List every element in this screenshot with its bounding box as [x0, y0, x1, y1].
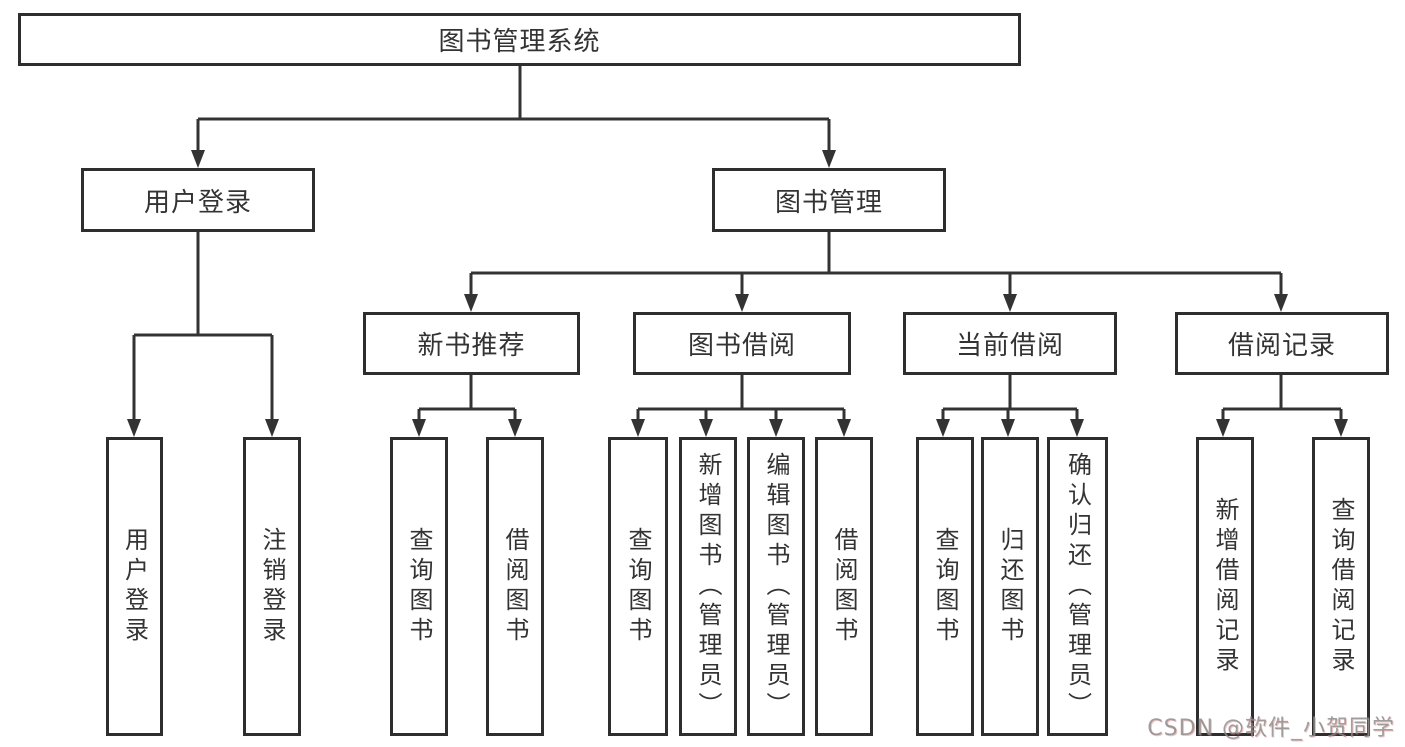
connector-paths [132, 64, 1343, 420]
leaf-user-login: 用户登录 [106, 437, 163, 736]
node-book-borrow: 图书借阅 [633, 312, 851, 375]
leaf-query-books-borrow-label: 查询图书 [624, 526, 652, 647]
leaf-confirm-return-admin: 确认归还（管理员） [1047, 437, 1108, 736]
node-current-borrow-label: 当前借阅 [955, 331, 1064, 361]
leaf-user-login-label: 用户登录 [120, 526, 149, 647]
leaf-edit-books-admin-label: 编辑图书（管理员） [762, 451, 790, 722]
leaf-return-books-label: 归还图书 [996, 526, 1024, 647]
leaf-query-books-recommend-label: 查询图书 [405, 526, 433, 647]
leaf-return-books: 归还图书 [981, 437, 1039, 736]
leaf-add-books-admin-label: 新增图书（管理员） [694, 451, 722, 722]
arrowheads [127, 150, 1348, 437]
node-book-borrow-label: 图书借阅 [687, 331, 796, 361]
leaf-add-borrow-record: 新增借阅记录 [1196, 437, 1254, 736]
node-new-book-recommend-label: 新书推荐 [417, 331, 526, 361]
leaf-query-borrow-record: 查询借阅记录 [1312, 437, 1370, 736]
leaf-borrow-books: 借阅图书 [815, 437, 873, 736]
node-book-management: 图书管理 [712, 168, 946, 232]
leaf-borrow-books-recommend-label: 借阅图书 [501, 526, 529, 647]
leaf-confirm-return-admin-label: 确认归还（管理员） [1063, 451, 1092, 722]
leaf-query-books-borrow: 查询图书 [608, 437, 668, 736]
leaf-borrow-books-recommend: 借阅图书 [486, 437, 544, 736]
leaf-add-borrow-record-label: 新增借阅记录 [1211, 496, 1239, 677]
node-borrow-records-label: 借阅记录 [1227, 331, 1336, 361]
node-borrow-records: 借阅记录 [1175, 312, 1389, 375]
watermark: CSDN @软件_小贺同学 [1147, 716, 1395, 741]
node-book-management-label: 图书管理 [774, 187, 883, 218]
leaf-borrow-books-label: 借阅图书 [830, 526, 858, 647]
leaf-query-books-recommend: 查询图书 [390, 437, 448, 736]
node-user-login: 用户登录 [81, 168, 315, 232]
node-user-login-label: 用户登录 [143, 187, 252, 218]
leaf-query-books-current: 查询图书 [916, 437, 974, 736]
node-root-label: 图书管理系统 [438, 27, 601, 57]
leaf-logout-login-label: 注销登录 [258, 526, 286, 647]
leaf-edit-books-admin: 编辑图书（管理员） [747, 437, 805, 736]
node-root: 图书管理系统 [18, 13, 1021, 66]
leaf-query-borrow-record-label: 查询借阅记录 [1327, 496, 1355, 677]
leaf-add-books-admin: 新增图书（管理员） [679, 437, 737, 736]
leaf-query-books-current-label: 查询图书 [931, 526, 959, 647]
node-new-book-recommend: 新书推荐 [363, 312, 580, 375]
leaf-logout-login: 注销登录 [243, 437, 301, 736]
node-current-borrow: 当前借阅 [903, 312, 1117, 375]
